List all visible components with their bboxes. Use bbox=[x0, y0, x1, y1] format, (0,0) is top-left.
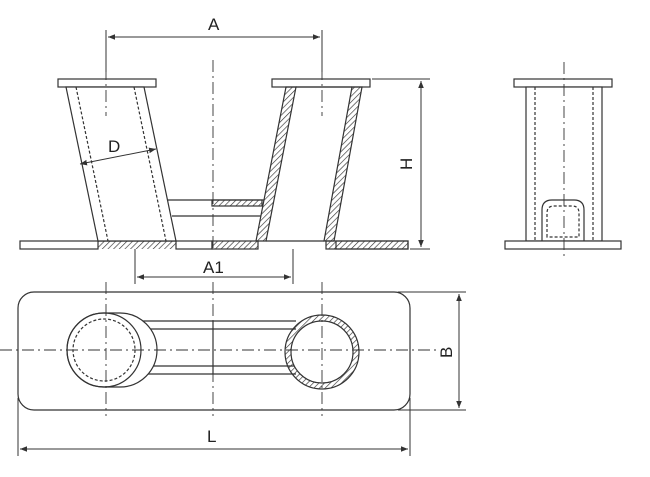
side-base-plate bbox=[504, 240, 622, 250]
dimension-d bbox=[79, 147, 157, 166]
top-cap-left bbox=[57, 78, 157, 88]
base-weld-center bbox=[211, 240, 259, 250]
dimension-a-label: A bbox=[208, 15, 220, 34]
front-view bbox=[19, 78, 409, 250]
dimension-h-label: H bbox=[397, 158, 416, 170]
side-window bbox=[541, 199, 585, 241]
base-plate-left bbox=[19, 240, 99, 250]
dimension-d-label: D bbox=[108, 137, 120, 156]
dimension-l bbox=[17, 398, 411, 456]
dimension-b-label: B bbox=[437, 347, 456, 358]
right-bollard-wall-right bbox=[323, 86, 363, 242]
base-weld-left bbox=[98, 241, 176, 249]
side-top-cap bbox=[513, 78, 613, 88]
base-weld-right bbox=[325, 240, 409, 250]
dimension-a1-label: A1 bbox=[203, 258, 224, 277]
dimension-h bbox=[372, 78, 430, 250]
front-centerlines bbox=[105, 60, 323, 252]
right-bollard-wall-left bbox=[255, 86, 297, 242]
side-view bbox=[504, 78, 622, 250]
top-centerlines bbox=[0, 282, 440, 416]
connector-weld bbox=[211, 199, 263, 207]
base-plate-center bbox=[175, 240, 213, 250]
dimension-a bbox=[105, 30, 323, 72]
top-cap-right bbox=[271, 78, 371, 88]
dimension-a1 bbox=[134, 249, 294, 284]
dimension-b bbox=[398, 291, 466, 411]
top-view bbox=[17, 291, 411, 411]
dimension-l-label: L bbox=[207, 427, 216, 446]
